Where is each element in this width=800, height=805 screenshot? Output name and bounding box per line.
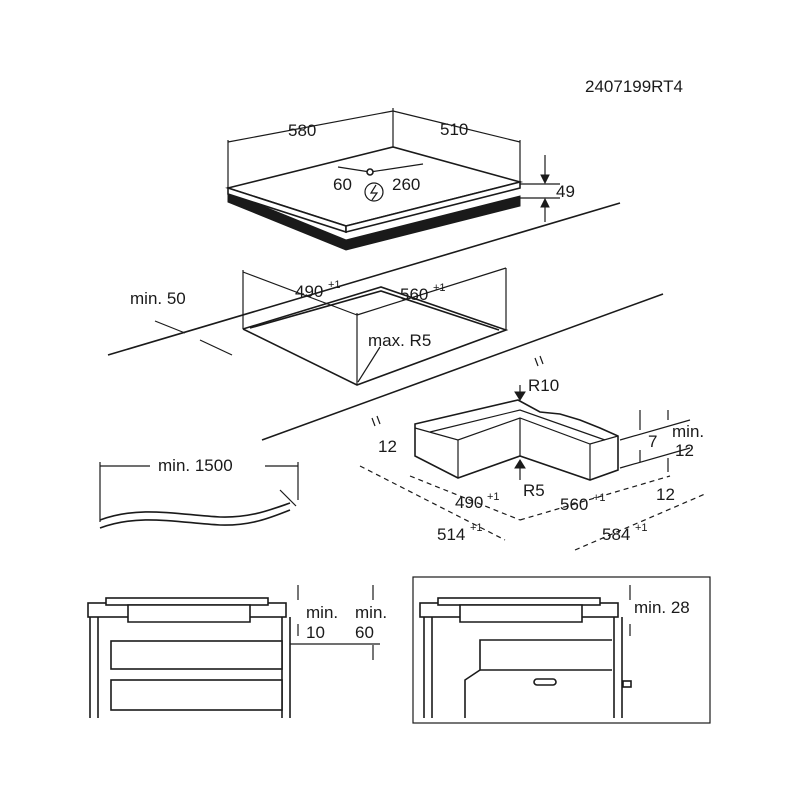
install-left-min-b: min.	[355, 603, 387, 622]
frame-depth-584-tol: +1	[635, 522, 648, 534]
install-left-val-a: 10	[306, 623, 325, 642]
hob-depth-label: 510	[440, 120, 468, 139]
install-drawers-drawing	[87, 585, 380, 718]
cutout-width-label: 490	[295, 282, 323, 301]
cable-min-length-label: min. 1500	[158, 456, 233, 475]
cutout-min-front-label: min. 50	[130, 289, 186, 308]
frame-min-label: min.	[672, 422, 704, 441]
frame-r10-label: R10	[528, 376, 559, 395]
hob-drawing	[225, 108, 560, 251]
frame-width-514-label: 514	[437, 525, 465, 544]
hob-width-label: 580	[288, 121, 316, 140]
cutout-width-tol: +1	[328, 279, 341, 291]
power-cable-drawing	[99, 462, 299, 529]
frame-width-490-tol: +1	[487, 491, 500, 503]
hob-height-label: 49	[556, 182, 575, 201]
cutout-radius-label: max. R5	[368, 331, 431, 350]
cutout-depth-label: 560	[400, 285, 428, 304]
connection-left-label: 60	[333, 175, 352, 194]
frame-width-490-label: 490	[455, 493, 483, 512]
connection-right-label: 260	[392, 175, 420, 194]
install-oven-drawing	[412, 576, 711, 724]
cutout-depth-tol: +1	[433, 282, 446, 294]
install-left-val-b: 60	[355, 623, 374, 642]
lightning-bolt-icon	[364, 182, 384, 202]
frame-left-12-label: 12	[378, 437, 397, 456]
frame-detail-drawing	[359, 385, 706, 551]
install-left-min-a: min.	[306, 603, 338, 622]
frame-width-514-tol: +1	[470, 522, 483, 534]
frame-depth-584-label: 584	[602, 525, 630, 544]
document-code: 2407199RT4	[585, 77, 683, 96]
frame-min-12-label: 12	[675, 441, 694, 460]
frame-7-label: 7	[648, 432, 657, 451]
install-right-min28-label: min. 28	[634, 598, 690, 617]
frame-right-12-label: 12	[656, 485, 675, 504]
frame-r5-label: R5	[523, 481, 545, 500]
frame-depth-560-tol: +1	[593, 492, 606, 504]
frame-depth-560-label: 560	[560, 495, 588, 514]
worktop-cutout-drawing	[107, 202, 664, 441]
